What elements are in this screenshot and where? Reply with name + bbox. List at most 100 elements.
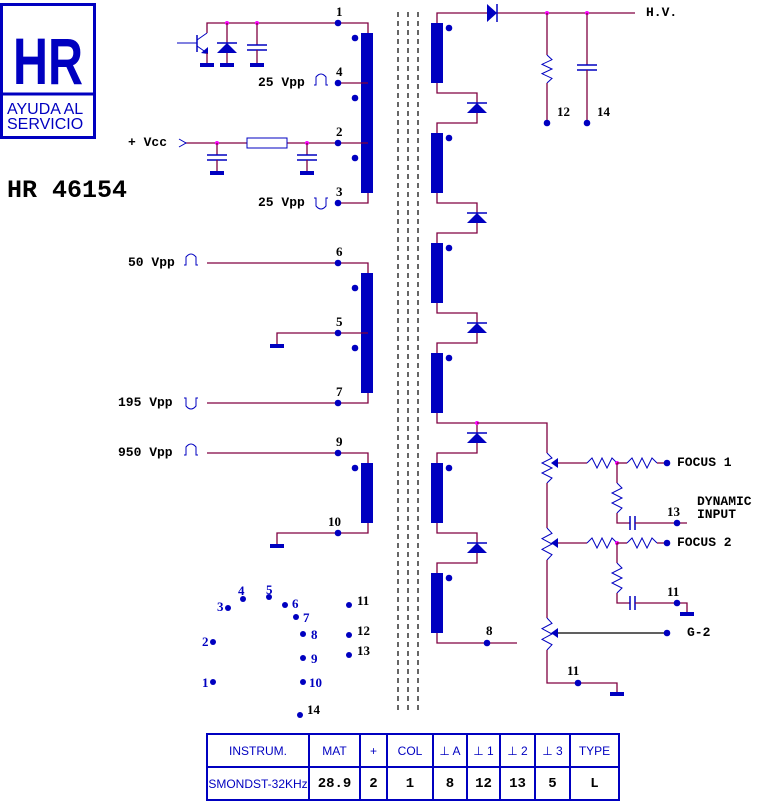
wire — [436, 83, 478, 133]
pin-9-label: 9 — [336, 434, 343, 449]
vpp-pin6: 50 Vpp — [128, 255, 175, 270]
wire — [436, 523, 478, 573]
pinout-5: 5 — [266, 582, 273, 597]
resistor-icon — [540, 617, 554, 651]
value-instrum: SMONDST-32KHz — [206, 766, 310, 801]
pin-14-label: 14 — [597, 104, 611, 119]
wire — [436, 303, 478, 353]
pin-10-label: 10 — [328, 514, 341, 529]
wire — [436, 633, 517, 644]
pin-4-label: 4 — [336, 64, 343, 79]
pin-5-label: 5 — [336, 314, 343, 329]
pin-dot — [445, 244, 453, 252]
hv-diode-icon — [487, 4, 497, 22]
pin-11-label-bottom: 11 — [567, 663, 579, 678]
pinout-9: 9 — [311, 651, 318, 666]
secondary-winding — [431, 23, 443, 83]
focus1-label: FOCUS 1 — [677, 455, 732, 470]
value-plus: 2 — [359, 766, 388, 801]
resistor-icon — [626, 536, 658, 550]
pinout-11: 11 — [357, 593, 369, 608]
value-col: 1 — [386, 766, 434, 801]
pin-dot — [351, 34, 359, 42]
pin-6-label: 6 — [336, 244, 343, 259]
header-mat: MAT — [308, 733, 361, 768]
pin-dot — [445, 464, 453, 472]
model-title: HR 46154 — [7, 176, 127, 205]
pin-8-label: 8 — [486, 623, 493, 638]
value-ground-a: 8 — [432, 766, 468, 801]
pin-3-label: 3 — [336, 184, 343, 199]
pin-12-dot — [543, 119, 551, 127]
vpp-pin9: 950 Vpp — [118, 445, 173, 460]
resistor-icon — [610, 482, 624, 514]
pin-dot — [351, 284, 359, 292]
pin-dot — [445, 354, 453, 362]
header-ground-1: ⊥ 1 — [466, 733, 501, 768]
focus2-dot — [663, 539, 671, 547]
pin-12-label: 12 — [557, 104, 570, 119]
ground-icon — [200, 63, 214, 67]
transformer-core — [397, 12, 419, 714]
header-plus: + — [359, 733, 388, 768]
secondary-winding — [431, 353, 443, 413]
secondary-winding — [431, 573, 443, 633]
wire — [436, 12, 635, 23]
header-type: TYPE — [569, 733, 620, 768]
wire — [276, 523, 369, 545]
pin-11-label-focus2: 11 — [667, 584, 679, 599]
wire — [546, 650, 618, 693]
transistor-icon — [196, 32, 208, 41]
pin-1-dot — [334, 19, 342, 27]
vpp-pin3: 25 Vpp — [258, 195, 305, 210]
ground-icon — [300, 171, 314, 175]
pulse-up-icon — [184, 253, 198, 266]
pin-11-focus-dot — [673, 599, 681, 607]
logo-line2: SERVICIO — [7, 116, 83, 133]
pin-13-label: 13 — [667, 504, 681, 519]
primary-winding-3 — [361, 463, 373, 523]
g2-label: G-2 — [687, 625, 711, 640]
value-mat: 28.9 — [308, 766, 361, 801]
pinout-diagram: 1 2 3 4 5 6 7 8 9 10 11 12 13 14 — [202, 582, 371, 718]
vpp-pin7: 195 Vpp — [118, 395, 173, 410]
pinout-12: 12 — [357, 623, 370, 638]
resistor-icon — [586, 456, 618, 470]
pin-11-dot — [574, 679, 582, 687]
pulse-down-icon — [184, 397, 198, 410]
pin-2-label: 2 — [336, 124, 343, 139]
pin-dot — [351, 154, 359, 162]
resistor-icon — [246, 137, 288, 149]
specs-value-row: SMONDST-32KHz 28.9 2 1 8 12 13 5 L — [206, 766, 620, 801]
pinout-7: 7 — [303, 610, 310, 625]
value-ground-3: 5 — [534, 766, 571, 801]
resistor-icon — [540, 54, 554, 84]
wire — [477, 422, 548, 453]
hr-logo: HR AYUDA AL SERVICIO — [0, 3, 96, 139]
ground-icon — [250, 63, 264, 67]
resistor-icon — [540, 527, 554, 561]
potentiometer-wiper-icon — [551, 458, 558, 468]
specs-header-row: INSTRUM. MAT + COL ⊥ A ⊥ 1 ⊥ 2 ⊥ 3 TYPE — [206, 733, 620, 768]
value-type: L — [569, 766, 620, 801]
ground-icon — [210, 171, 224, 175]
ground-icon — [270, 544, 284, 548]
resistor-icon — [540, 452, 554, 484]
diode-icon — [467, 323, 487, 333]
pin-8-dot — [483, 639, 491, 647]
pinout-13: 13 — [357, 643, 371, 658]
pinout-6: 6 — [292, 596, 299, 611]
pin-dot — [351, 344, 359, 352]
ground-icon — [220, 63, 234, 67]
header-ground-3: ⊥ 3 — [534, 733, 571, 768]
pin-4-dot — [334, 79, 342, 87]
wire — [207, 262, 369, 273]
diode-icon — [467, 213, 487, 223]
wire — [207, 393, 369, 404]
pinout-10: 10 — [309, 675, 322, 690]
pinout-1: 1 — [202, 675, 209, 690]
pinout-14: 14 — [307, 702, 321, 717]
header-col: COL — [386, 733, 434, 768]
transistor-icon — [201, 47, 208, 54]
wire — [206, 22, 369, 33]
